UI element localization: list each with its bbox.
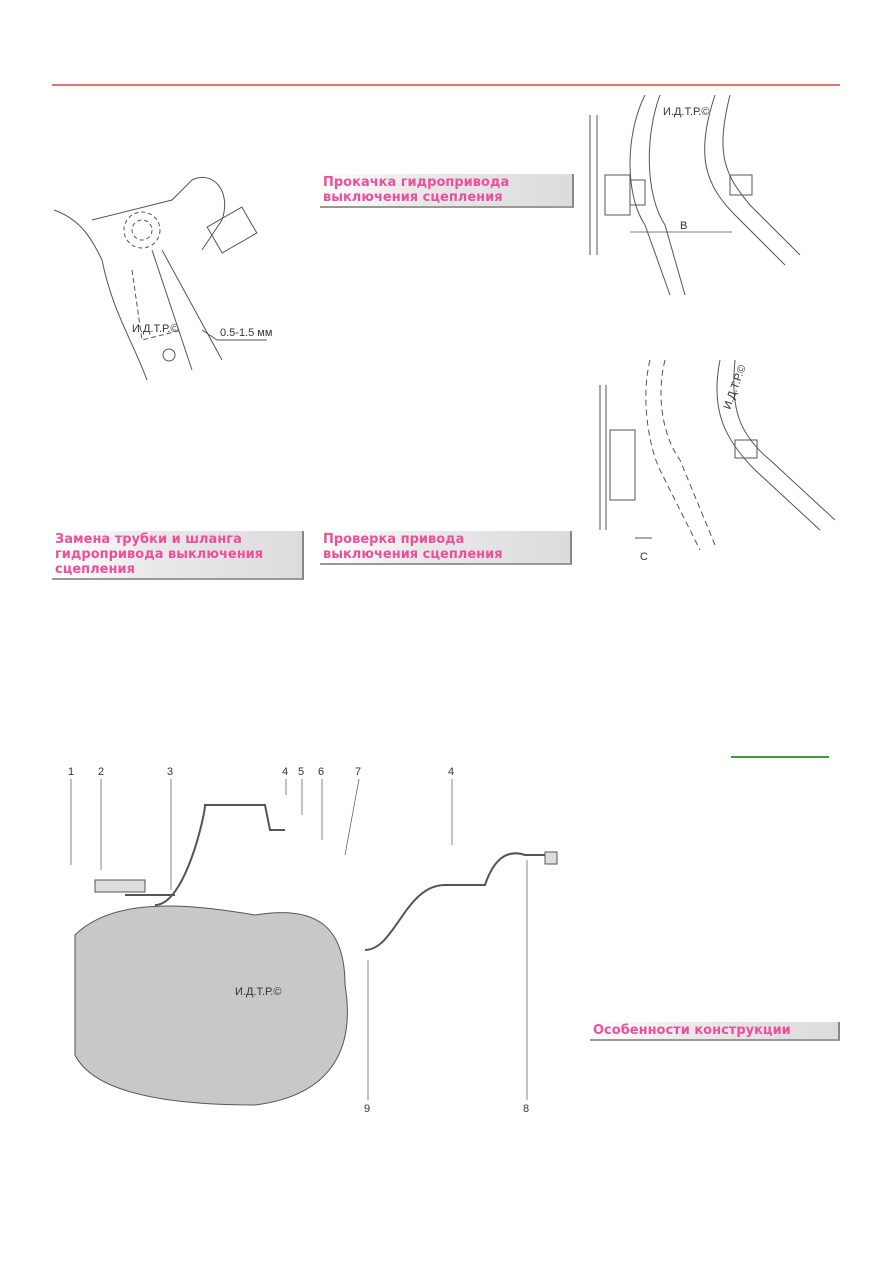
watermark: И.Д.Т.Р.© — [722, 363, 749, 411]
callout-4: 4 — [282, 766, 288, 778]
heading-line: Прокачка гидропривода — [323, 175, 510, 190]
heading-line: выключения сцепления — [323, 190, 503, 205]
callout-2: 2 — [98, 766, 104, 778]
callout-6: 6 — [318, 766, 324, 778]
heading-line: Особенности конструкции — [593, 1023, 791, 1038]
heading-design: Особенности конструкции — [590, 1022, 840, 1041]
heading-line: Проверка привода — [323, 532, 465, 547]
heading-line: выключения сцепления — [323, 547, 503, 562]
pedal-height-figure: И.Д.Т.Р.© B — [589, 95, 801, 296]
callout-4b: 4 — [448, 766, 454, 778]
clutch-switch-figure: И.Д.Т.Р.© 0.5-1.5 мм — [53, 176, 272, 381]
link-underline — [731, 756, 829, 758]
clutch-hydraulics-figure: И.Д.Т.Р.© 1 2 3 4 5 6 7 4 9 8 — [68, 766, 558, 1115]
heading-bleeding: Прокачка гидропривода выключения сцеплен… — [320, 174, 574, 208]
callout-3: 3 — [167, 766, 173, 778]
callout-9: 9 — [364, 1103, 370, 1115]
heading-check: Проверка привода выключения сцепления — [320, 531, 572, 565]
pedal-freeplay-figure: И.Д.Т.Р.© C — [599, 360, 836, 563]
dimension-b-label: B — [680, 220, 687, 232]
callout-7: 7 — [355, 766, 361, 778]
watermark: И.Д.Т.Р.© — [663, 106, 709, 118]
gap-label: 0.5-1.5 мм — [220, 327, 272, 339]
heading-replacement: Замена трубки и шланга гидропривода выкл… — [52, 531, 304, 580]
top-rule — [52, 84, 840, 86]
heading-line: гидропривода выключения — [55, 547, 264, 562]
heading-line: Замена трубки и шланга — [55, 532, 242, 547]
watermark: И.Д.Т.Р.© — [132, 323, 178, 335]
watermark: И.Д.Т.Р.© — [235, 986, 281, 998]
heading-line: сцепления — [55, 562, 135, 577]
callout-1: 1 — [68, 766, 74, 778]
dimension-c-label: C — [640, 551, 648, 563]
callout-8: 8 — [523, 1103, 529, 1115]
callout-5: 5 — [298, 766, 304, 778]
